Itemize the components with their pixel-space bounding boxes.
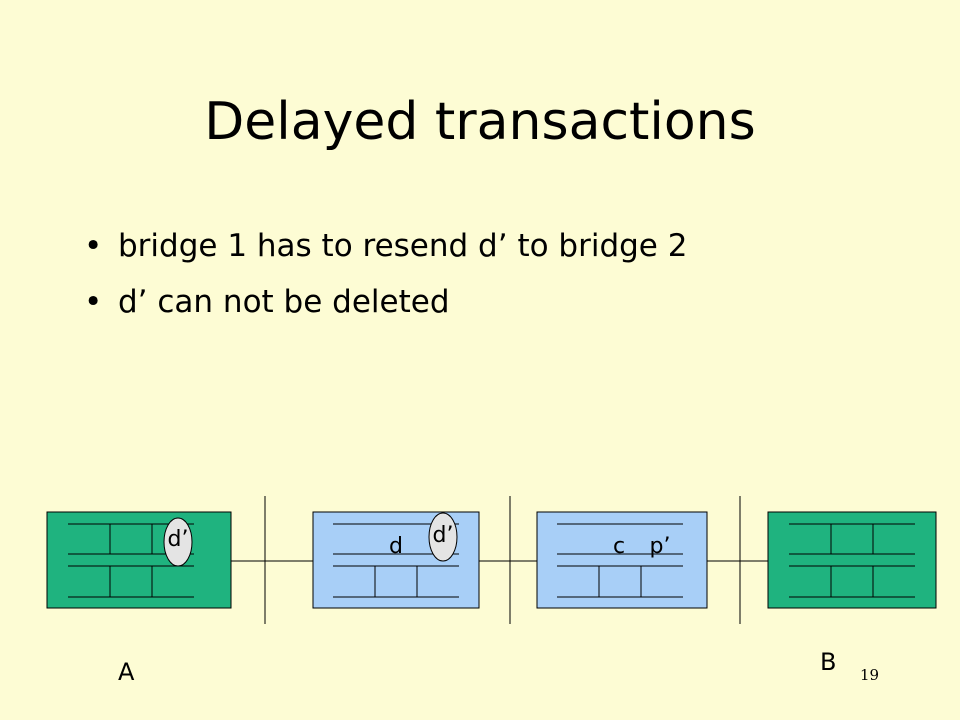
bullet-list: bridge 1 has to resend d’ to bridge 2 d’… xyxy=(82,218,687,330)
bullet-item-1: bridge 1 has to resend d’ to bridge 2 xyxy=(82,218,687,274)
bullet-item-2: d’ can not be deleted xyxy=(82,274,687,330)
device-b-box xyxy=(767,511,937,609)
bridge-2-cell-label-2: p’ xyxy=(650,534,671,559)
bridge-2-cell-label-1: c xyxy=(613,534,625,559)
bridge-1-token-label: d’ xyxy=(433,523,454,548)
device-a-box xyxy=(46,511,232,609)
end-label-b: B xyxy=(820,648,837,676)
page-number: 19 xyxy=(860,666,880,684)
bridge-1-token xyxy=(428,512,458,562)
device-a: d’ xyxy=(46,511,232,609)
bridge-1-cell-label: d xyxy=(389,534,403,559)
device-a-token-label: d’ xyxy=(168,527,189,552)
bridge-2: c p’ xyxy=(536,511,708,609)
device-a-token xyxy=(163,517,193,567)
bridge-2-box xyxy=(536,511,708,609)
slide-title: Delayed transactions xyxy=(204,92,756,152)
bridge-1: d d’ xyxy=(312,511,480,609)
device-b xyxy=(767,511,937,609)
end-label-a: A xyxy=(118,658,135,686)
